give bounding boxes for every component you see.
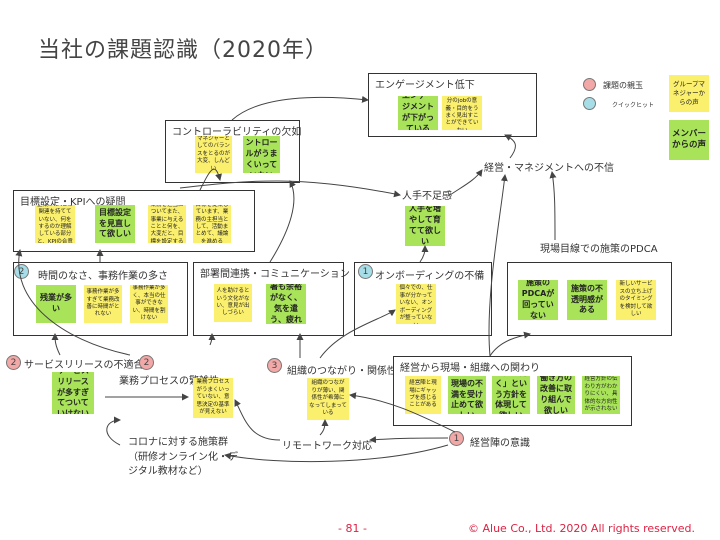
note-embody-policy: 「良く働く」という方針を体現して欲しい [492, 376, 530, 414]
label-corona-measures: コロナに対する施策群（研修オンライン化・デジタル教材など） [128, 437, 238, 477]
note-accept-complaints: 上の人に現場の不満を受け止めて欲しい [448, 376, 486, 414]
legend-quick-hit: クイックヒット [612, 102, 655, 109]
box-mgmt-involvement-label: 経営から現場・組織への関わり [400, 363, 540, 374]
note-mgmt-gap: 経営陣と現場にギャップを感じることがある [405, 376, 441, 414]
note-weak-ties: 組織のつながりが薄い、関係性が希薄になってしまっている [307, 378, 349, 420]
box-cross-dept-label: 部署間連携・コミュニケーション [200, 269, 350, 280]
box-controllability-label: コントローラビリティの欠如 [172, 127, 302, 138]
arrow-org-to-onboarding [319, 309, 396, 359]
note-too-many-releases: サービスリリースが多すぎてついていけない [52, 372, 94, 414]
arrow-exec-to-org [349, 392, 456, 433]
legend-issue-core: 課題の親玉 [603, 81, 643, 90]
note-kpi-1: 企業がKPIとの関連を持てていない、何をするのか理解している部分と、KPIの合意 [35, 205, 75, 243]
note-admin-work-1: 事務作業が多すぎて業務改善に時間がとれない [84, 285, 122, 323]
arrow-pdca-to-distrust [549, 171, 557, 241]
note-overtime: 残業が多い [36, 285, 76, 323]
arrow-mgmt-to-field [489, 331, 531, 357]
circle-time-shortage: 2 [14, 264, 29, 279]
note-pdca-not-running: 施策のPDCAが回っていない [518, 280, 558, 320]
arrow-corona-to-bp [106, 416, 121, 446]
copyright: © Alue Co., Ltd. 2020 All rights reserve… [468, 522, 695, 535]
circle-onboarding: 1 [358, 264, 373, 279]
box-goal-kpi-label: 目標設定・KPIへの疑問 [20, 197, 126, 208]
note-help-culture: 人を助けるという文化がない、意見が出しづらい [214, 284, 252, 322]
note-self-control: セルフコントロールがうまくいっていない [243, 136, 280, 173]
box-engagement-label: エンゲージメント低下 [375, 80, 475, 91]
note-pdca-unclear: 施策の不透明感がある [567, 280, 607, 320]
label-org-connection: 組織のつながり・関係性 [287, 366, 397, 377]
arrow-svc-to-time [51, 333, 61, 356]
box-time-shortage-label: 時間のなさ、事務作業の多さ [38, 271, 168, 282]
circle-business-process: 2 [139, 355, 154, 370]
arrow-remote-to-bp [234, 399, 281, 441]
note-admin-work-2: 事務作業が多く、本当の仕事ができない、時間を割けない [130, 285, 168, 323]
arrow-onboarding-to-staff [419, 245, 429, 263]
note-onboarding-gap: 初期教育は個々での、仕事が分かっていない、オンボーディングが整っていない [396, 284, 436, 324]
legend-issue-core-marker [583, 78, 596, 91]
circle-service-release: 2 [6, 355, 21, 370]
legend-member-note: メンバーからの声 [669, 120, 709, 160]
label-field-pdca: 現場目線での施策のPDCA [540, 244, 658, 255]
circle-executive-awareness: 1 [449, 431, 464, 446]
label-executive-awareness: 経営陣の意識 [470, 438, 530, 449]
arrow-distrust-to-engagement [504, 134, 516, 159]
arrow-staff-to-distrust [449, 169, 483, 196]
label-business-process: 業務プロセスの繁雑性 [119, 376, 219, 387]
note-process-unclear: 業務プロセスがうまくいっていない、意思決定の基準が見えない [193, 378, 233, 418]
arrow-exec-to-corona [224, 444, 449, 463]
note-add-staff: 人手を増やして育てて欲しい [405, 206, 445, 246]
label-service-release: サービスリリースの不適合 [24, 360, 144, 371]
label-staff-shortage: 人手不足感 [402, 191, 452, 202]
note-kpi-review: 目標設定を見直して欲しい [95, 205, 135, 243]
arrow-bp-to-dept [208, 333, 216, 346]
arrow-mgmt-to-distrust [488, 174, 508, 357]
arrow-kpi-ctrl-link [179, 180, 401, 198]
note-new-service: 新しいサービスの立ち上げのタイミングを検討して欲しい [616, 280, 656, 320]
arrow-dept-to-ctrl [269, 180, 296, 263]
note-engagement-purpose: プロパガ、自分のjobの意義・目的をうまく見出すことができていない [442, 96, 482, 130]
arrow-exec-to-remote [369, 436, 449, 444]
note-unclear-policy: 経営方針の伝わり方がわかりにくい、具体的な方向性が示されない [582, 376, 620, 414]
arrow-bp-to-time [15, 249, 131, 356]
note-no-slack: どこの部署も余裕がなく、気を遣う、疲れる [266, 284, 306, 324]
arrow-remote-to-org [319, 419, 329, 436]
note-improve-workstyle: 働き方の改善に取り組んで欲しい [537, 376, 575, 414]
page-title: 当社の課題認識（2020年） [38, 38, 328, 63]
arrow-ctrl-to-engagement [231, 95, 369, 121]
note-kpi-2: 業務を担当についてまた、事業に与えることと何を、大変だと、目標を設定する [148, 205, 186, 243]
legend-group-manager-note: グループマネジャーからの声 [669, 75, 709, 112]
note-engagement-falling: エンゲージメントが下がっている [398, 96, 438, 130]
label-mgmt-distrust: 経営・マネジメントへの不信 [484, 163, 614, 174]
note-manager-balance: マネジャーとしてのバランスをとるのが大変、しんどい [195, 136, 232, 173]
box-onboarding-label: オンボーディングの不備 [375, 271, 485, 282]
note-kpi-3: 目標を提案しています、業務の主担当として、活動まとめて、議論を進める [193, 205, 231, 243]
page-number: - 81 - [338, 522, 367, 535]
circle-org-connection: 3 [267, 358, 282, 373]
label-remote-work: リモートワーク対応 [282, 441, 372, 452]
arrow-kpi-to-ctrl [199, 168, 222, 191]
legend-quick-hit-marker [583, 97, 596, 110]
